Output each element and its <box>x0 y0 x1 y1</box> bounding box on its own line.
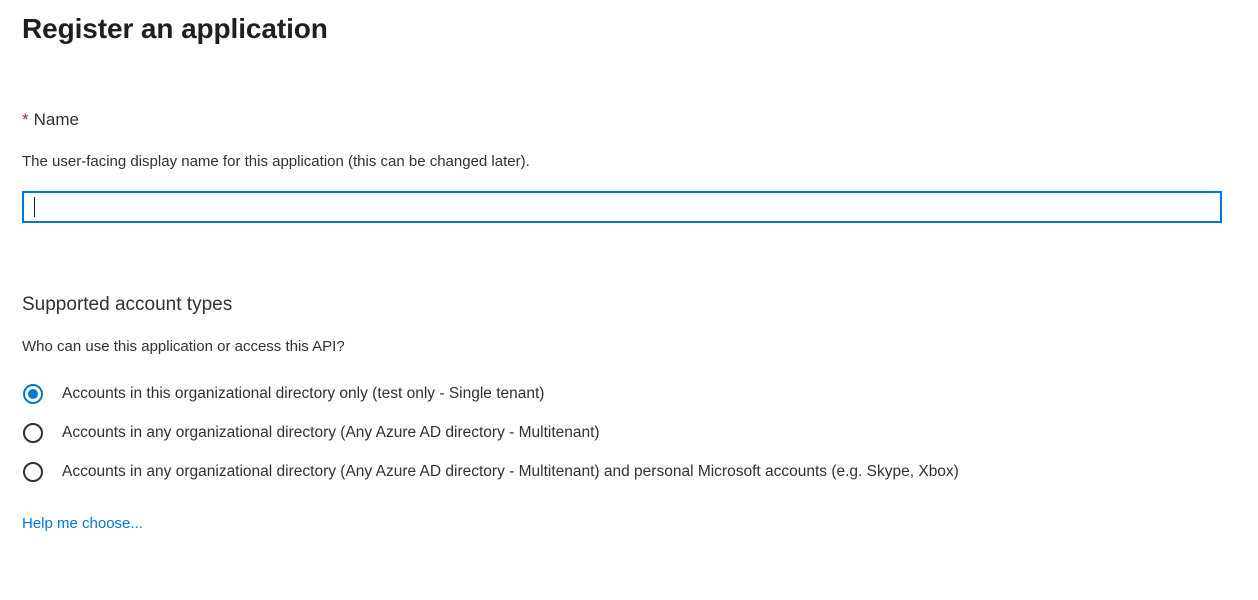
radio-option-multitenant-and-personal[interactable]: Accounts in any organizational directory… <box>22 452 1258 491</box>
section-title: Supported account types <box>22 294 233 315</box>
radio-option-label: Accounts in this organizational director… <box>62 384 545 402</box>
name-label-text: Name <box>33 110 79 129</box>
radio-option-label: Accounts in any organizational directory… <box>62 462 959 480</box>
name-input-container[interactable] <box>22 191 1222 223</box>
account-types-radio-group[interactable]: Accounts in this organizational director… <box>22 374 1258 491</box>
radio-button-icon[interactable] <box>23 383 43 404</box>
name-field-description: The user-facing display name for this ap… <box>22 153 530 170</box>
section-description: Who can use this application or access t… <box>22 338 345 355</box>
radio-option-label: Accounts in any organizational directory… <box>62 423 600 441</box>
required-asterisk-icon: * <box>22 110 29 129</box>
name-input[interactable] <box>35 194 1212 220</box>
name-field-block: * Name The user-facing display name for … <box>22 109 1258 223</box>
radio-button-icon[interactable] <box>23 461 43 482</box>
text-caret <box>34 197 35 217</box>
supported-account-types-section: Supported account types Who can use this… <box>22 292 1258 534</box>
radio-option-multitenant[interactable]: Accounts in any organizational directory… <box>22 413 1258 452</box>
radio-button-icon[interactable] <box>23 422 43 443</box>
name-field-label: * Name <box>22 109 1258 131</box>
help-me-choose-link[interactable]: Help me choose... <box>22 515 143 532</box>
radio-option-single-tenant[interactable]: Accounts in this organizational director… <box>22 374 1258 413</box>
page-title: Register an application <box>22 13 328 44</box>
